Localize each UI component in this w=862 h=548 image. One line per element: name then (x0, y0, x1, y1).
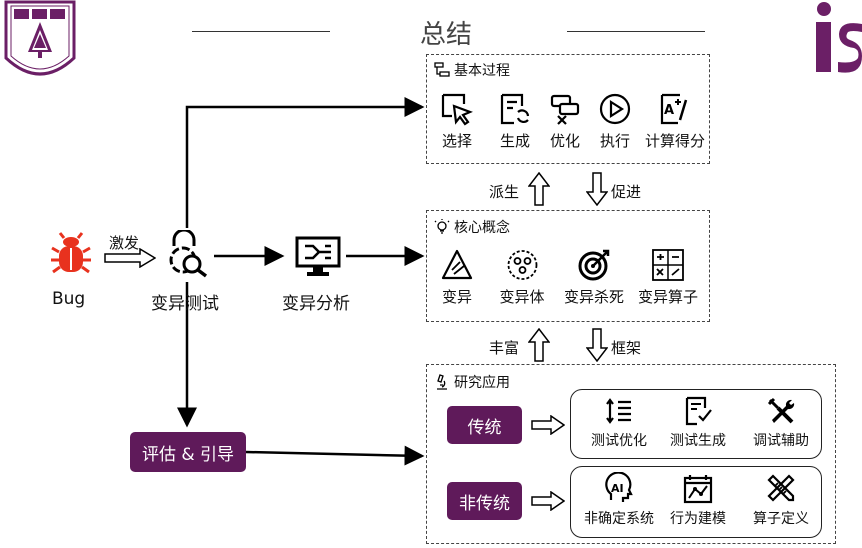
calculator-operator-icon (652, 249, 684, 281)
svg-text:AI: AI (611, 482, 624, 495)
nontraditional-badge: 非传统 (447, 482, 522, 520)
svg-text:A: A (664, 103, 674, 118)
enrich-up-arrow (528, 328, 550, 362)
traditional-group (570, 389, 822, 459)
title-rule-right (567, 31, 705, 32)
process-item-generate: 生成 (498, 92, 532, 151)
framework-label: 框架 (611, 339, 642, 357)
core-concepts-title-text: 核心概念 (454, 220, 510, 236)
process-item-optimize: 优化 (548, 92, 582, 151)
cursor-select-icon (441, 93, 473, 126)
ai-head-icon: AI (605, 472, 633, 502)
mutation-analysis-icon (295, 236, 341, 278)
process-item-execute: 执行 (598, 92, 632, 151)
basic-process-title-text: 基本过程 (454, 63, 510, 79)
mutation-triangle-icon (441, 249, 473, 280)
microscope-icon (437, 374, 447, 390)
mutation-testing-icon (164, 228, 210, 278)
mutant-cluster-icon (507, 250, 537, 280)
mutation-testing-label: 变异测试 (151, 294, 219, 314)
derive-up-arrow (528, 172, 550, 206)
core-concepts-title: 核心概念 (434, 217, 510, 237)
app-item-test-optimization: 测试优化 (591, 396, 647, 450)
app-item-nondeterministic: AI 非确定系统 (584, 472, 654, 528)
enrich-label: 丰富 (489, 339, 520, 357)
derive-label: 派生 (489, 183, 520, 201)
pencil-ruler-icon (767, 474, 795, 502)
trigger-label: 激发 (109, 234, 140, 252)
promote-down-arrow (586, 172, 608, 206)
nontraditional-group (570, 466, 822, 538)
test-doc-icon (685, 396, 712, 426)
promote-label: 促进 (611, 183, 642, 201)
eval-guide-badge: 评估 & 引导 (130, 432, 246, 472)
concept-item-mutant-kill: 变异杀死 (564, 248, 624, 307)
core-concepts-box (426, 210, 710, 322)
app-item-test-generation: 测试生成 (670, 396, 726, 450)
university-seal-logo (2, 0, 78, 84)
process-item-score: A 计算得分 (645, 92, 705, 151)
app-item-behavior-modeling: 行为建模 (670, 472, 726, 528)
arrow-eval-to-research (245, 445, 425, 466)
wrench-screwdriver-icon (767, 397, 795, 424)
basic-process-title: 基本过程 (434, 60, 510, 80)
traditional-badge: 传统 (447, 406, 522, 444)
target-kill-icon (578, 249, 610, 281)
arrow-to-basic-process (185, 97, 425, 228)
page-title: 总结 (420, 20, 473, 50)
mutation-analysis-label: 变异分析 (282, 294, 350, 314)
bug-icon (50, 232, 92, 276)
model-graph-icon (683, 475, 713, 504)
nontraditional-hollow-arrow (531, 491, 565, 511)
title-rule-left (192, 31, 330, 32)
basic-process-box (426, 54, 710, 164)
lightbulb-icon (434, 219, 450, 234)
app-item-operator-definition: 算子定义 (753, 472, 809, 528)
process-list-icon (434, 62, 450, 77)
concept-item-mutant: 变异体 (499, 248, 545, 307)
research-box (426, 364, 836, 544)
concept-item-mutation: 变异 (440, 248, 474, 307)
trigger-hollow-arrow (104, 248, 156, 268)
process-item-select: 选择 (440, 92, 474, 151)
traditional-hollow-arrow (531, 415, 565, 435)
sort-list-icon (606, 398, 631, 424)
framework-down-arrow (586, 328, 608, 362)
is-logo (812, 0, 862, 74)
generate-doc-icon (500, 93, 530, 125)
concept-item-operator: 变异算子 (638, 248, 698, 307)
optimize-icon (550, 94, 580, 125)
play-icon (599, 93, 631, 125)
research-title: 研究应用 (434, 372, 510, 392)
app-item-debug-assist: 调试辅助 (753, 396, 809, 450)
bug-label: Bug (52, 289, 86, 309)
score-grade-icon: A (660, 93, 688, 125)
research-title-text: 研究应用 (454, 375, 510, 391)
